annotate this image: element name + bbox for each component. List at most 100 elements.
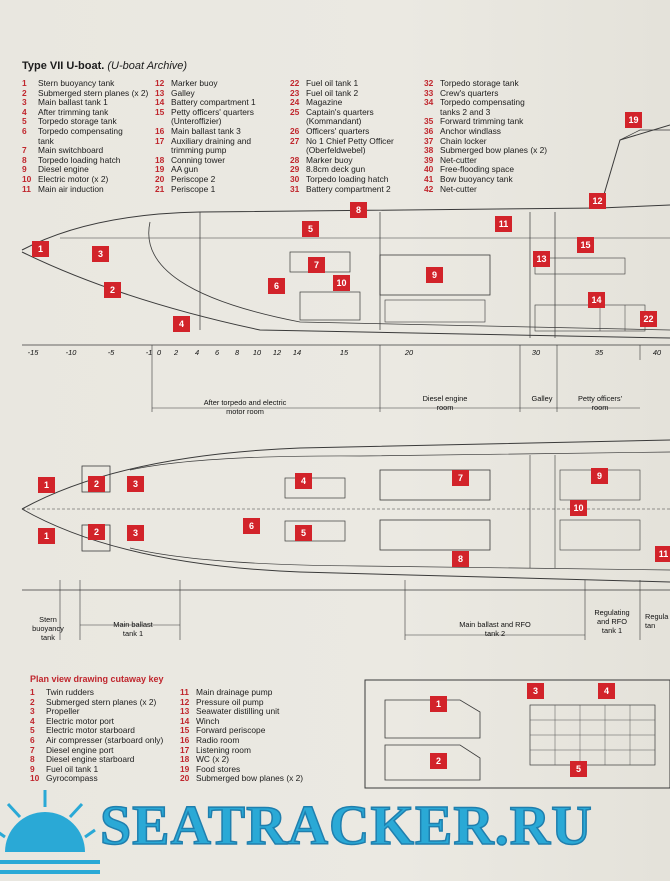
key-item-label: Submerged bow planes (x 2): [440, 145, 548, 156]
side-hull-outline: [21, 204, 670, 251]
key-item-number: 8: [22, 154, 27, 165]
key-item-label: Magazine: [306, 97, 343, 108]
frame-number: 6: [214, 348, 220, 357]
key-item-label: Submerged stern planes (x 2): [46, 696, 157, 707]
key-item-number: 36: [424, 125, 434, 136]
callout-badge: 1: [38, 528, 55, 544]
key-item-number: 25: [290, 106, 300, 117]
callout-badge: 15: [577, 237, 594, 253]
key-item-label: Chain locker: [440, 135, 487, 146]
frame-number: 40: [652, 348, 662, 357]
key-item-number: 7: [30, 744, 35, 755]
callout-badge: 3: [127, 525, 144, 541]
side-inner-hull: [148, 221, 670, 331]
frame-number: 15: [339, 348, 349, 357]
key-item-number: 4: [22, 106, 27, 117]
key-item-number: 19: [155, 164, 165, 175]
key-item-label: Diesel engine: [38, 164, 89, 175]
callout-badge: 4: [598, 683, 615, 699]
key-item-label: Officers' quarters: [306, 125, 370, 136]
key-item-label: Seawater distilling unit: [196, 706, 280, 717]
frame-number: 12: [272, 348, 282, 357]
key-item-number: 37: [424, 135, 434, 146]
callout-badge: 5: [570, 761, 587, 777]
key-item-number: 18: [180, 754, 190, 765]
key-item-label: No 1 Chief Petty Officer (Oberfeldwebel): [306, 135, 394, 156]
key-item-label: Battery compartment 1: [171, 97, 256, 108]
callout-badge: 2: [88, 524, 105, 540]
key-item-number: 14: [180, 715, 190, 726]
callout-badge: 2: [430, 753, 447, 769]
frame-number: 10: [252, 348, 262, 357]
key-item-label: Diesel engine port: [46, 744, 114, 755]
key-item-number: 41: [424, 173, 434, 184]
key-item-label: Marker buoy: [171, 78, 218, 88]
key-item-label: Galley: [171, 87, 195, 98]
key-item-number: 5: [22, 116, 27, 127]
callout-badge: 6: [268, 278, 285, 294]
key-item-label: Main air induction: [38, 183, 104, 194]
callout-badge: 2: [104, 282, 121, 298]
key-item-label: Crew's quarters: [440, 87, 499, 98]
key-item-number: 1: [30, 687, 35, 697]
key-item-label: Submerged stern planes (x 2): [38, 87, 149, 98]
callout-badge: 8: [452, 551, 469, 567]
key-item-label: Main ballast tank 3: [171, 125, 241, 136]
key-item-number: 6: [22, 125, 27, 136]
callout-badge: 7: [452, 470, 469, 486]
frame-number: -10: [65, 348, 77, 357]
figure-title: Type VII U-boat. (U-boat Archive): [22, 60, 187, 72]
key-item-number: 21: [155, 183, 165, 194]
key-item-number: 9: [30, 763, 35, 774]
callout-badge: 10: [570, 500, 587, 516]
watermark-logo: [0, 790, 100, 874]
key-item-number: 13: [180, 706, 190, 717]
key-item-label: Main ballast tank 1: [38, 97, 108, 108]
key-item-number: 2: [22, 87, 27, 98]
key-item-number: 3: [22, 97, 27, 108]
key-item-label: Submerged bow planes (x 2): [196, 773, 304, 784]
key-item-number: 33: [424, 87, 434, 98]
key-item-label: WC (x 2): [196, 754, 230, 765]
key-item-number: 35: [424, 116, 434, 127]
key-item-label: Marker buoy: [306, 154, 353, 165]
key-item-number: 2: [30, 696, 35, 707]
frame-number: -5: [107, 348, 115, 357]
key-item: 33 Crew's quarters: [424, 87, 547, 99]
key-item: 2 Submerged stern planes (x 2): [30, 696, 163, 708]
key-item-label: Listening room: [196, 744, 251, 755]
callout-badge: 4: [295, 473, 312, 489]
key-item-label: Torpedo compensating tank: [38, 125, 123, 146]
key-item-number: 20: [155, 173, 165, 184]
key-item-number: 15: [180, 725, 190, 736]
key-item-number: 34: [424, 97, 434, 108]
key-item-number: 38: [424, 145, 434, 156]
compartment-petty-officers: Petty officers' room: [578, 394, 622, 412]
plan-key-title: Plan view drawing cutaway key: [30, 674, 164, 684]
